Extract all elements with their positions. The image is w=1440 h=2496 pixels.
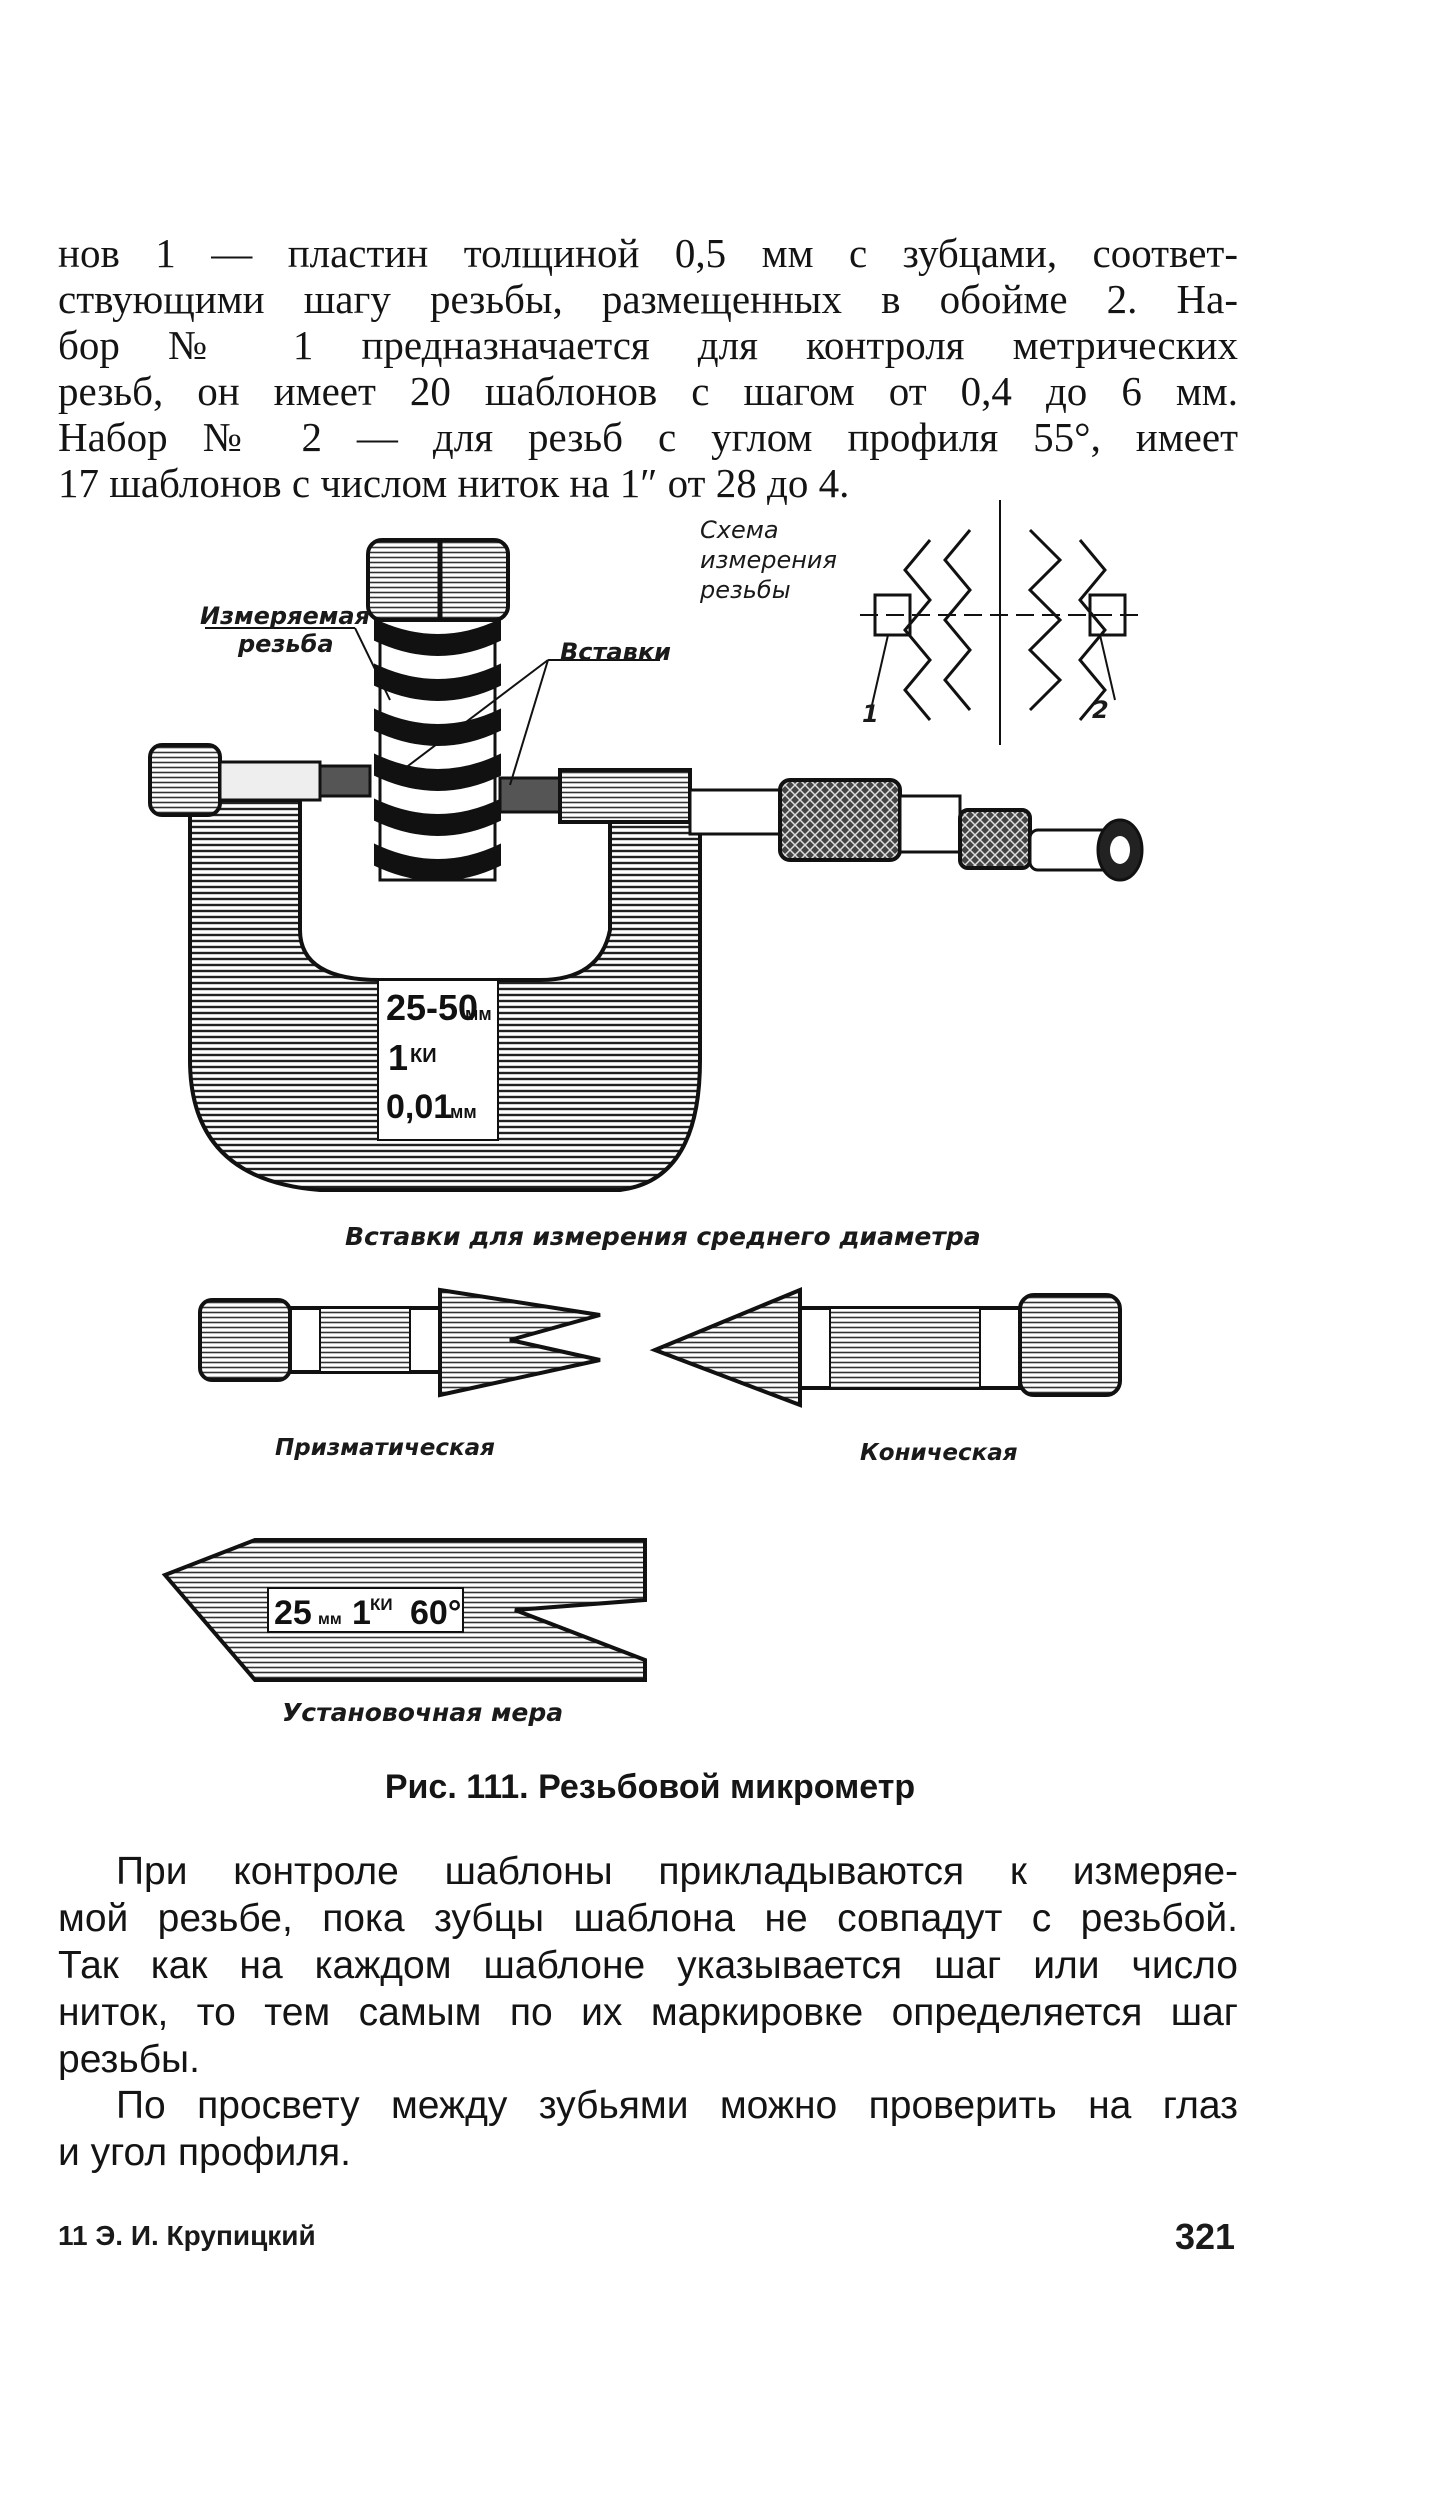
top-paragraph: нов 1 — пластин толщиной 0,5 мм с зубцам… — [58, 230, 1238, 506]
label-scheme-num-2: 2 — [1092, 696, 1109, 724]
text-line: Набор № 2 — для резьб с углом профиля 55… — [58, 414, 1238, 460]
body-paragraph-2: По просвету между зубьями можно проверит… — [58, 2082, 1238, 2176]
label-measured-thread-line1: Измеряемая — [200, 602, 371, 630]
label-inserts: Вставки — [560, 638, 671, 666]
thread-measurement-scheme — [860, 500, 1140, 745]
plate-range-unit: мм — [465, 1004, 492, 1024]
text-line: мой резьбе, пока зубцы шаблона не совпад… — [58, 1897, 1238, 1940]
label-prismatic: Призматическая — [275, 1435, 495, 1461]
plate-resolution: 0,01 — [386, 1088, 452, 1126]
frame-plate: 25-50 мм 1 КИ 0,01 мм — [377, 979, 499, 1141]
conical-insert — [649, 1287, 1122, 1408]
figure-caption: Рис. 111. Резьбовой микрометр — [384, 1768, 916, 1806]
label-scheme-line3: резьбы — [700, 576, 791, 604]
page-number: 321 — [1175, 2216, 1236, 2257]
plate-range: 25-50 — [386, 987, 478, 1028]
text-line: нов 1 — пластин толщиной 0,5 мм с зубцам… — [58, 230, 1238, 276]
text-line: бор № 1 предназначается для контроля мет… — [58, 322, 1238, 368]
micrometer-figure: 25-50 мм 1 КИ 0,01 мм — [148, 500, 1144, 1682]
label-scheme-num-1: 1 — [862, 700, 879, 728]
label-measured-thread-line2: резьба — [238, 630, 334, 658]
text-line: резьбы. — [58, 2038, 200, 2081]
label-setting-gauge: Установочная мера — [282, 1698, 564, 1727]
label-scheme-line2: измерения — [700, 546, 837, 574]
measured-thread-screw — [366, 538, 510, 882]
text-line: При контроле шаблоны прикладываются к из… — [116, 1850, 1238, 1893]
prismatic-insert — [198, 1287, 601, 1398]
spindle — [498, 768, 1144, 882]
plate-class-num: 1 — [388, 1037, 408, 1078]
gauge-angle: 60° — [410, 1594, 461, 1632]
label-scheme-line1: Схема — [700, 516, 779, 544]
leader-lines — [205, 627, 660, 786]
label-conical: Коническая — [860, 1440, 1018, 1466]
plate-class-abbr: КИ — [410, 1045, 437, 1067]
plate-resolution-unit: мм — [450, 1102, 477, 1122]
setting-gauge: 25 мм 1 КИ 60° — [161, 1538, 647, 1682]
text-line: Так как на каждом шаблоне указывается ша… — [58, 1944, 1238, 1987]
body-paragraph-1: При контроле шаблоны прикладываются к из… — [58, 1848, 1238, 2083]
label-inserts-for-pitch-diameter: Вставки для измерения среднего диаметра — [345, 1222, 981, 1251]
text-line: По просвету между зубьями можно проверит… — [116, 2084, 1238, 2127]
text-line: и угол профиля. — [58, 2131, 351, 2174]
anvil-left — [148, 743, 372, 817]
text-line: ниток, то тем самым по их маркировке опр… — [58, 1991, 1238, 2034]
gauge-class-abbr: КИ — [370, 1595, 393, 1614]
text-line: ствующими шагу резьбы, размещенных в обо… — [58, 276, 1238, 322]
footer-signature: 11 Э. И. Крупицкий — [58, 2220, 316, 2251]
text-line: 17 шаблонов с числом ниток на 1″ от 28 д… — [58, 460, 850, 506]
text-line: резьб, он имеет 20 шаблонов с шагом от 0… — [58, 368, 1238, 414]
gauge-size-unit: мм — [318, 1611, 342, 1628]
gauge-class-num: 1 — [352, 1594, 371, 1632]
gauge-size: 25 — [274, 1594, 312, 1632]
